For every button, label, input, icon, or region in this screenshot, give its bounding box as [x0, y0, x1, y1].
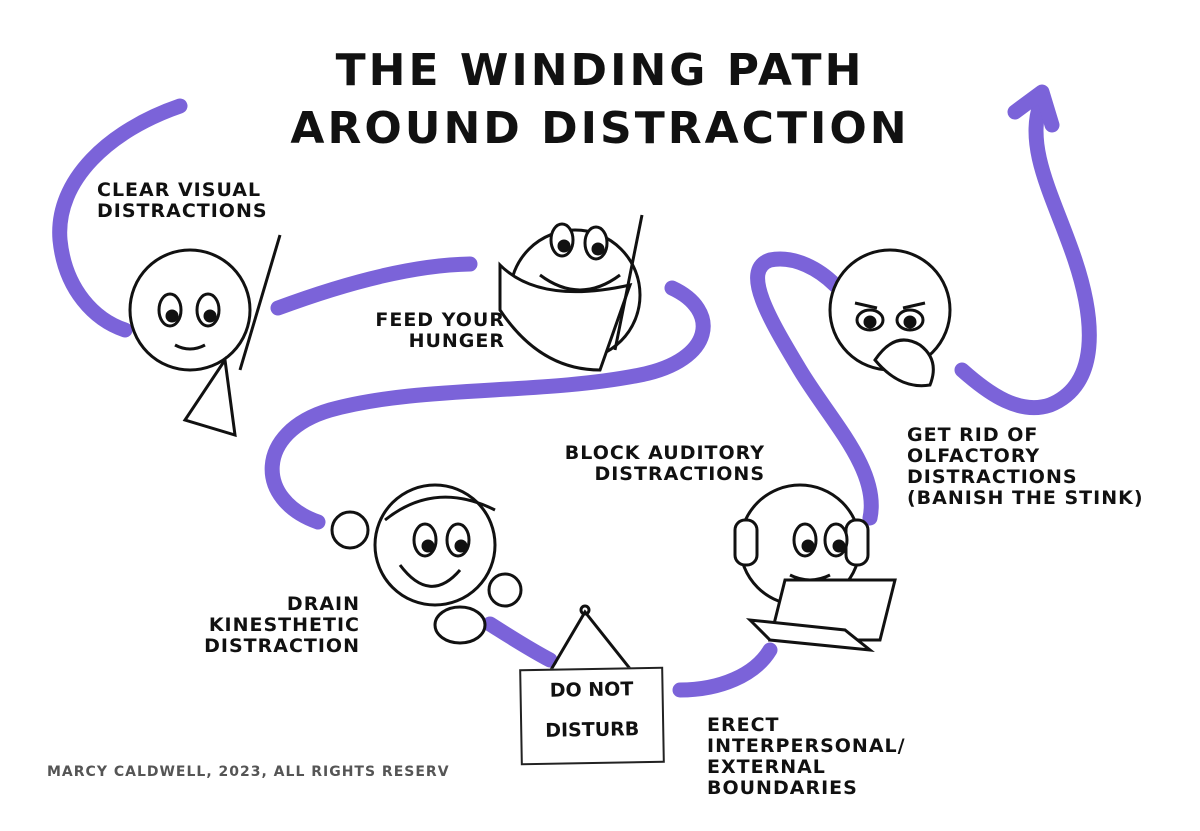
title-line-1: THE WINDING PATH — [335, 45, 865, 96]
path-segment — [270, 256, 478, 316]
character-with-napkin-and-fork-icon — [498, 214, 644, 372]
label-line: DISTRACTIONS — [97, 200, 268, 222]
label-line: HUNGER — [408, 330, 505, 352]
label-line: BOUNDARIES — [707, 777, 858, 799]
sign-hanger-icon — [543, 604, 637, 681]
path-segment — [482, 616, 558, 668]
label-block-auditory: BLOCK AUDITORY DISTRACTIONS — [500, 443, 765, 485]
label-line: INTERPERSONAL/ — [707, 735, 906, 757]
arrowhead-icon — [1007, 84, 1060, 133]
sign-line-1: DO NOT — [549, 678, 634, 702]
label-line: OLFACTORY — [907, 445, 1041, 467]
title-line-2: AROUND DISTRACTION — [290, 103, 910, 154]
label-line: BLOCK AUDITORY — [564, 442, 765, 464]
path-segment — [264, 280, 711, 530]
label-line: EXTERNAL — [707, 756, 826, 778]
label-line: DRAIN — [286, 593, 360, 615]
winding-path — [52, 84, 1097, 698]
label-line: (BANISH THE STINK) — [907, 487, 1144, 509]
label-line: KINESTHETIC — [208, 614, 360, 636]
label-olfactory: GET RID OF OLFACTORY DISTRACTIONS (BANIS… — [907, 425, 1144, 509]
label-line: ERECT — [707, 714, 780, 736]
label-line: FEED YOUR — [375, 309, 505, 331]
path-segment — [750, 251, 879, 526]
label-line: GET RID OF — [907, 424, 1039, 446]
do-not-disturb-sign: DO NOT DISTURB — [519, 666, 665, 766]
label-drain-kinesthetic: DRAIN KINESTHETIC DISTRACTION — [160, 594, 360, 657]
sign-line-2: DISTURB — [545, 718, 640, 742]
character-holding-nose-icon — [828, 248, 952, 388]
label-erect-boundaries: ERECT INTERPERSONAL/ EXTERNAL BOUNDARIES — [707, 715, 906, 799]
path-segment — [672, 642, 778, 698]
character-with-headphones-laptop-icon — [733, 483, 897, 652]
credit-text: MARCY CALDWELL, 2023, ALL RIGHTS RESERV — [47, 764, 450, 780]
page-title: THE WINDING PATH AROUND DISTRACTION — [0, 42, 1200, 158]
label-line: DISTRACTION — [204, 635, 360, 657]
path-segment — [52, 98, 188, 338]
label-line: DISTRACTIONS — [907, 466, 1078, 488]
running-character-icon — [330, 483, 523, 645]
label-feed-hunger: FEED YOUR HUNGER — [330, 310, 505, 352]
label-clear-visual: CLEAR VISUAL DISTRACTIONS — [97, 180, 268, 222]
label-line: DISTRACTIONS — [594, 463, 765, 485]
path-segment — [954, 97, 1097, 416]
label-line: CLEAR VISUAL — [97, 179, 262, 201]
character-with-broom-icon — [128, 234, 282, 438]
